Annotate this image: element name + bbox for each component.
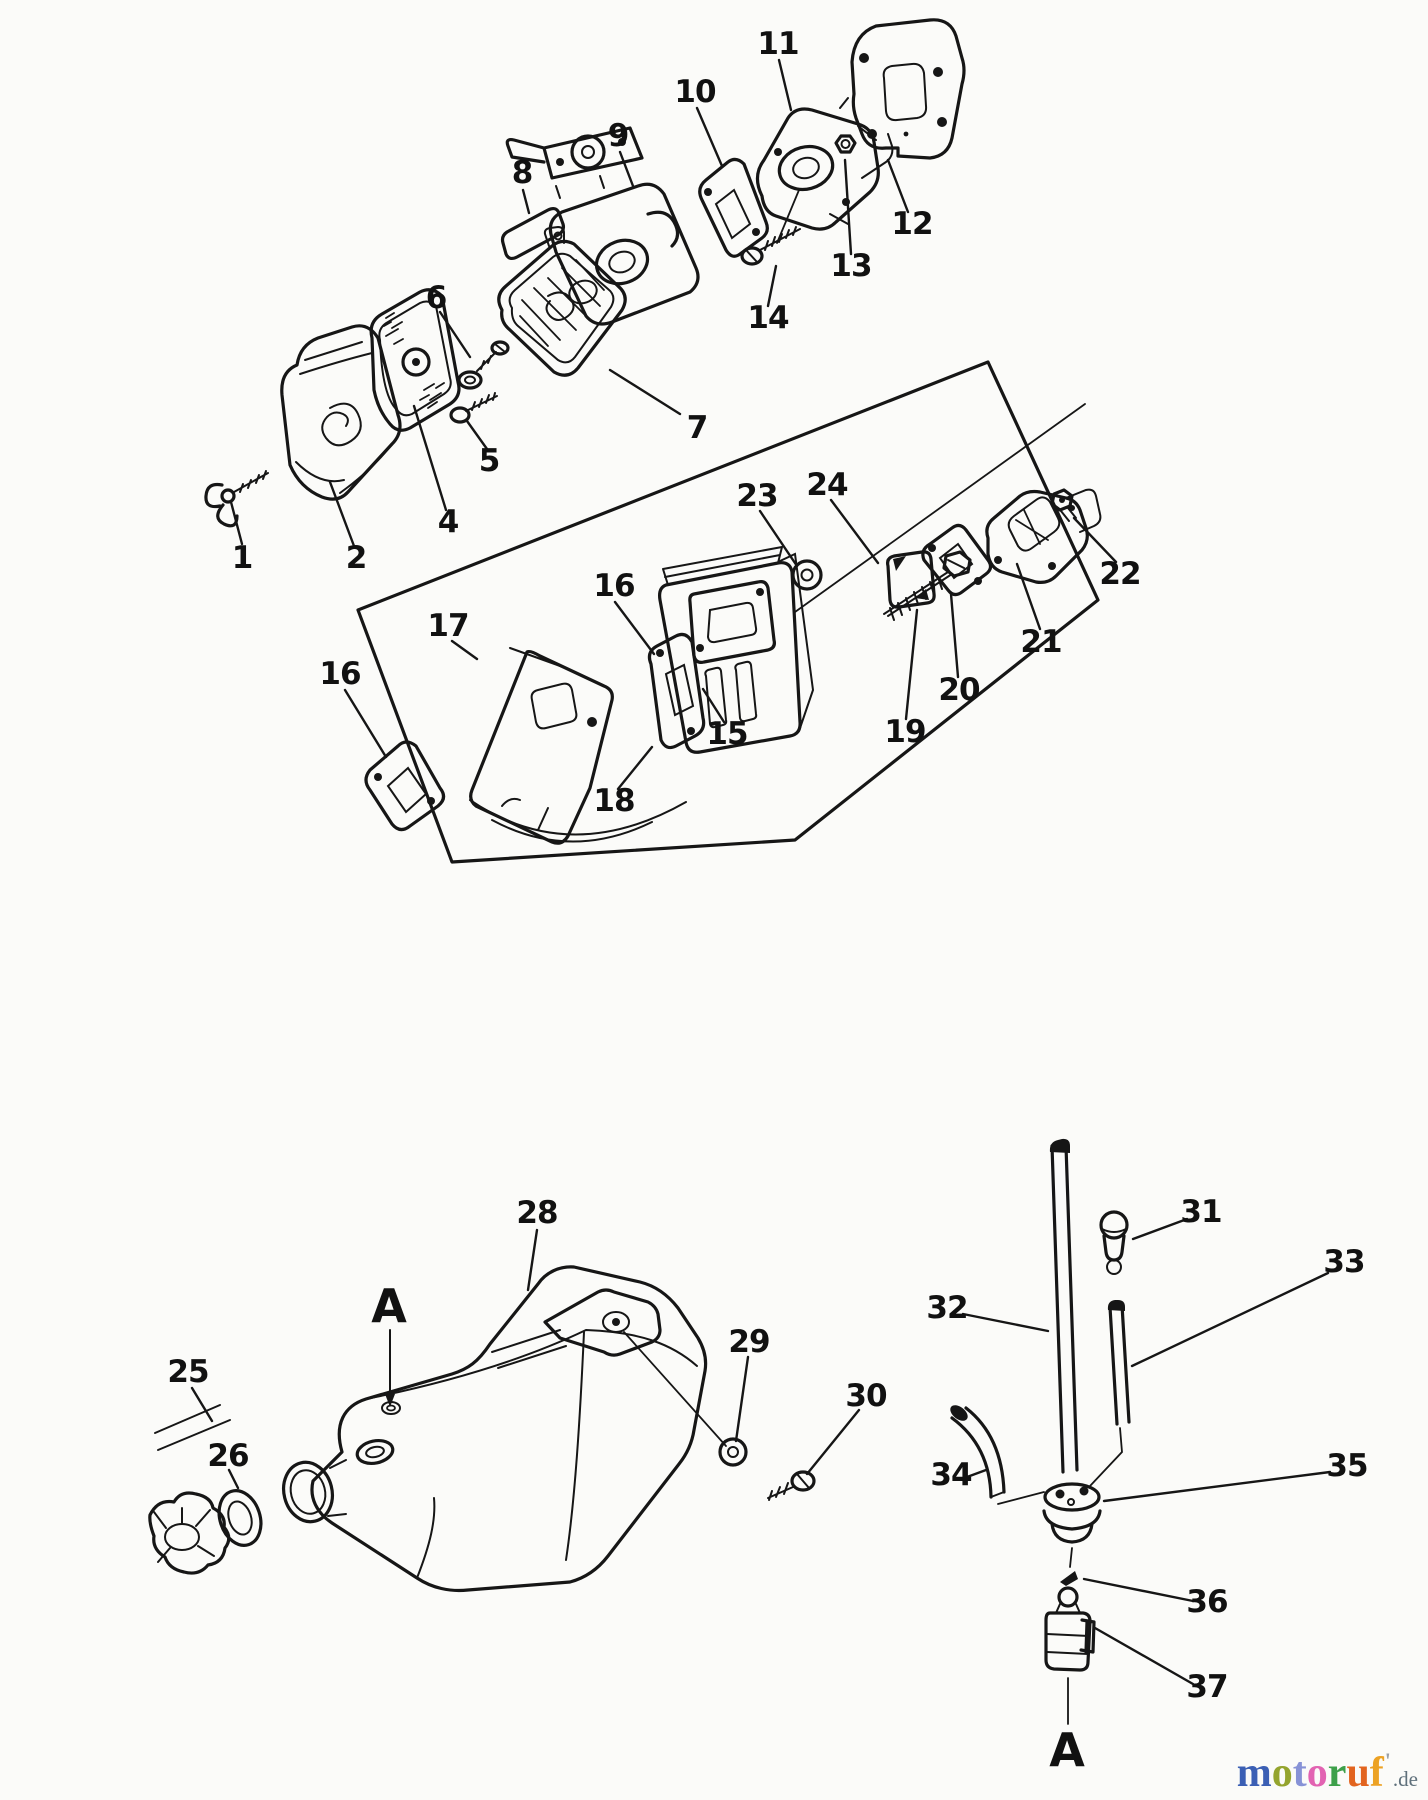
part-label-29: 29 xyxy=(728,1324,769,1360)
section-letter-bottom: A xyxy=(1049,1723,1085,1777)
part-label-4: 4 xyxy=(438,504,459,540)
exhaust-plate-19-drawing xyxy=(886,550,936,609)
bolt-14-drawing xyxy=(740,226,801,266)
part-label-25: 25 xyxy=(167,1354,208,1390)
heat-shield-17-drawing xyxy=(469,647,687,845)
fuel-filter-37-drawing xyxy=(1044,1586,1096,1672)
part-label-12: 12 xyxy=(891,206,932,242)
part-label-26: 26 xyxy=(207,1438,248,1474)
return-tube-33-drawing xyxy=(1089,1300,1131,1487)
part-label-18: 18 xyxy=(593,783,634,819)
part-label-35: 35 xyxy=(1326,1448,1367,1484)
watermark-letter: r xyxy=(1327,1750,1347,1796)
part-label-32: 32 xyxy=(926,1290,967,1326)
grommet-35-drawing xyxy=(1042,1482,1102,1544)
part-label-5: 5 xyxy=(479,443,500,479)
part-label-16: 16 xyxy=(319,656,360,692)
watermark-letter: o xyxy=(1306,1750,1328,1796)
muffler-18-drawing xyxy=(658,546,814,754)
section-letter-top: A xyxy=(371,1279,407,1333)
insulator-11-drawing xyxy=(755,97,894,244)
bracket-outline-15-drawing xyxy=(356,360,1100,864)
part-label-14: 14 xyxy=(747,300,789,336)
part-label-30: 30 xyxy=(845,1378,887,1414)
part-label-13: 13 xyxy=(830,248,871,284)
section-arrow-A-top xyxy=(385,1329,395,1407)
cap-gasket-26-drawing xyxy=(217,1489,263,1547)
part-label-31: 31 xyxy=(1180,1194,1221,1230)
muffler-gasket-16-upper-drawing xyxy=(647,632,706,750)
part-label-19: 19 xyxy=(884,714,925,750)
assembly-axis-line xyxy=(794,403,1086,613)
check-valve-31-drawing xyxy=(1099,1210,1129,1275)
part-label-22: 22 xyxy=(1099,556,1140,592)
part-label-9: 9 xyxy=(608,118,629,154)
alignment-line-35-36 xyxy=(1069,1547,1073,1568)
gasket-pad-8-drawing xyxy=(500,206,566,261)
part-label-23: 23 xyxy=(736,478,777,514)
part-label-1: 1 xyxy=(232,540,253,576)
part-label-24: 24 xyxy=(806,467,848,503)
part-label-15: 15 xyxy=(706,716,747,752)
bolt-24-drawing xyxy=(883,550,972,621)
wing-bolt-1-drawing xyxy=(204,470,269,528)
screw-22-drawing xyxy=(1050,488,1077,522)
bracket-lines-25 xyxy=(154,1404,231,1451)
watermark-letter: f xyxy=(1369,1750,1384,1796)
screw-30-drawing xyxy=(767,1470,816,1501)
part-label-10: 10 xyxy=(674,74,716,110)
part-label-28: 28 xyxy=(516,1195,557,1231)
fuel-hose-34-drawing xyxy=(950,1405,1045,1505)
screw-and-washer-6-drawing xyxy=(457,340,510,390)
air-filter-base-7-drawing xyxy=(497,225,627,377)
watermark-letter: t xyxy=(1292,1750,1307,1796)
part-label-6: 6 xyxy=(426,280,447,316)
part-label-7: 7 xyxy=(687,410,708,446)
watermark-apostrophe: ' xyxy=(1384,1748,1391,1773)
part-label-33: 33 xyxy=(1323,1244,1364,1280)
clip-36-drawing xyxy=(1060,1571,1078,1586)
air-cleaner-cover-2-drawing xyxy=(280,324,402,501)
carburetor-9-drawing xyxy=(505,126,700,326)
part-label-8: 8 xyxy=(512,155,533,191)
nut-13-drawing xyxy=(834,134,857,154)
part-label-2: 2 xyxy=(346,540,367,576)
fuel-cap-25-drawing xyxy=(148,1491,231,1575)
manifold-21-drawing xyxy=(985,488,1102,584)
watermark-suffix: .de xyxy=(1392,1767,1418,1791)
part-label-17: 17 xyxy=(427,608,468,644)
part-label-11: 11 xyxy=(757,26,798,62)
carb-gasket-10-drawing xyxy=(698,157,769,258)
fuel-pipe-32-drawing xyxy=(1049,1138,1079,1474)
watermark-letter: o xyxy=(1271,1750,1293,1796)
part-label-21: 21 xyxy=(1020,624,1061,660)
muffler-gasket-16-lower-drawing xyxy=(364,740,446,832)
part-label-34: 34 xyxy=(930,1457,972,1493)
washer-29-drawing xyxy=(718,1437,748,1467)
watermark-word: motoruf xyxy=(1237,1750,1384,1796)
part-label-16: 16 xyxy=(593,568,634,604)
watermark-letter: m xyxy=(1236,1750,1272,1796)
part-label-37: 37 xyxy=(1186,1669,1227,1705)
air-filter-element-4-drawing xyxy=(369,288,461,432)
watermark-letter: u xyxy=(1346,1750,1370,1796)
screw-5-drawing xyxy=(449,392,498,424)
mount-gasket-12-drawing xyxy=(850,18,966,160)
fuel-tank-28-drawing xyxy=(282,1265,727,1593)
part-label-20: 20 xyxy=(938,672,980,708)
washer-23-drawing xyxy=(791,559,823,591)
watermark-motoruf: motoruf'.de xyxy=(1237,1748,1418,1796)
part-label-36: 36 xyxy=(1186,1584,1227,1620)
